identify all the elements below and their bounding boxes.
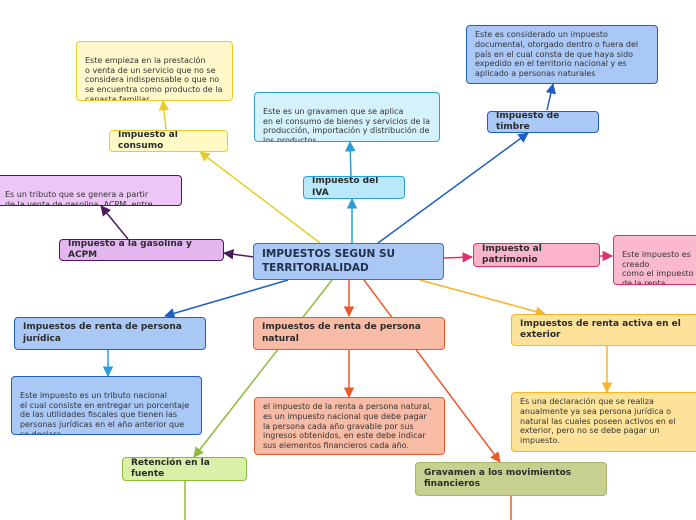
note-timbre[interactable]: Este es considerado un impuesto document… <box>466 25 658 84</box>
note-renta-natural[interactable]: el impuesto de la renta a persona natura… <box>254 397 445 455</box>
link-gravamen <box>363 279 501 463</box>
link-patrimonio <box>443 252 474 263</box>
link-gasolina <box>222 249 255 260</box>
link-consumo <box>199 151 321 244</box>
link-timbre-note <box>545 82 556 111</box>
note-patrimonio-text: Este impuesto es creado como el impuesto… <box>622 249 694 285</box>
note-iva[interactable]: Este es un gravamen que se aplica en el … <box>254 92 440 142</box>
link-renta-exterior <box>419 279 547 317</box>
topic-gravamen-label: Gravamen a los movimientos financieros <box>424 467 572 489</box>
link-gasolina-note <box>100 205 129 240</box>
topic-gasolina-label: Impuesto a la gasolina y ACPM <box>68 239 192 260</box>
note-renta-exterior[interactable]: Es una declaración que se realiza anualm… <box>511 392 696 452</box>
topic-renta-natural-label: Impuestos de renta de persona natural <box>262 322 421 344</box>
link-retencion <box>193 279 333 458</box>
topic-retencion-label: Retención en la fuente <box>131 457 210 479</box>
topic-patrimonio[interactable]: Impuesto al patrimonio <box>473 243 600 267</box>
note-timbre-text: Este es considerado un impuesto document… <box>475 30 639 78</box>
topic-iva-label: Impuesto del IVA <box>312 176 379 198</box>
topic-retencion[interactable]: Retención en la fuente <box>122 457 247 481</box>
note-gasolina[interactable]: Es un tributo que se genera a partir de … <box>0 175 182 206</box>
topic-renta-natural[interactable]: Impuestos de renta de persona natural <box>253 317 445 350</box>
link-renta-juridica <box>163 279 289 319</box>
topic-renta-juridica-label: Impuestos de renta de persona jurídica <box>23 322 182 344</box>
topic-timbre-label: Impuesto de timbre <box>496 111 560 132</box>
note-gasolina-text: Es un tributo que se genera a partir de … <box>5 189 153 206</box>
link-timbre <box>377 132 529 244</box>
note-renta-juridica[interactable]: Este impuesto es un tributo nacional el … <box>11 376 202 435</box>
topic-renta-exterior-label: Impuestos de renta activa en el exterior <box>520 318 681 340</box>
topic-iva[interactable]: Impuesto del IVA <box>303 176 405 199</box>
topic-gasolina[interactable]: Impuesto a la gasolina y ACPM <box>59 239 224 261</box>
topic-renta-exterior[interactable]: Impuestos de renta activa en el exterior <box>511 314 696 346</box>
note-renta-exterior-text: Es una declaración que se realiza anualm… <box>520 397 676 445</box>
note-iva-text: Este es un gravamen que se aplica en el … <box>263 106 431 142</box>
central-topic[interactable]: IMPUESTOS SEGUN SU TERRITORIALIDAD <box>253 243 444 280</box>
link-consumo-note <box>158 99 170 131</box>
note-renta-natural-text: el impuesto de la renta a persona natura… <box>263 402 432 450</box>
topic-gravamen[interactable]: Gravamen a los movimientos financieros <box>415 462 607 496</box>
topic-consumo[interactable]: Impuesto al consumo <box>109 130 228 152</box>
topic-consumo-label: Impuesto al consumo <box>118 130 178 151</box>
note-consumo[interactable]: Este empieza en la prestación o venta de… <box>76 41 233 101</box>
topic-timbre[interactable]: Impuesto de timbre <box>487 111 599 133</box>
note-consumo-text: Este empieza en la prestación o venta de… <box>85 55 223 101</box>
note-renta-juridica-text: Este impuesto es un tributo nacional el … <box>20 390 190 435</box>
topic-patrimonio-label: Impuesto al patrimonio <box>482 243 542 265</box>
central-topic-label: IMPUESTOS SEGUN SU TERRITORIALIDAD <box>262 248 396 274</box>
topic-renta-juridica[interactable]: Impuestos de renta de persona jurídica <box>14 317 206 350</box>
link-iva-note <box>345 140 356 177</box>
note-patrimonio[interactable]: Este impuesto es creado como el impuesto… <box>613 235 696 285</box>
